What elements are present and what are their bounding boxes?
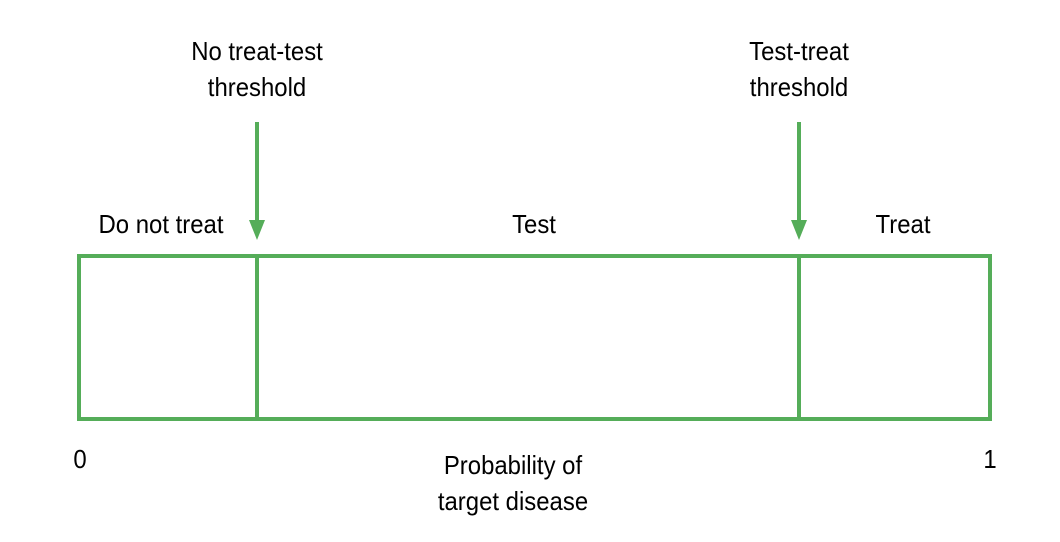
region-do-not-treat: Do not treat xyxy=(98,209,224,239)
region-test: Test xyxy=(512,209,556,239)
test-treat-arrow-icon xyxy=(791,122,807,240)
label-line: threshold xyxy=(207,72,307,102)
axis-title: Probability of target disease xyxy=(421,447,605,519)
label-line: Test-treat xyxy=(749,36,849,66)
label-line: threshold xyxy=(749,72,849,102)
axis-max-label: 1 xyxy=(983,444,997,474)
region-treat: Treat xyxy=(875,209,931,239)
axis-min-label: 0 xyxy=(73,444,87,474)
label-line: target disease xyxy=(437,486,589,516)
label-line: Probability of xyxy=(443,450,583,480)
label-line: No treat-test xyxy=(191,36,323,66)
probability-bar xyxy=(77,254,992,421)
no-treat-test-threshold-label: No treat-test threshold xyxy=(165,33,349,105)
test-treat-threshold-label: Test-treat threshold xyxy=(707,33,891,105)
no-treat-test-arrow-icon xyxy=(249,122,265,240)
